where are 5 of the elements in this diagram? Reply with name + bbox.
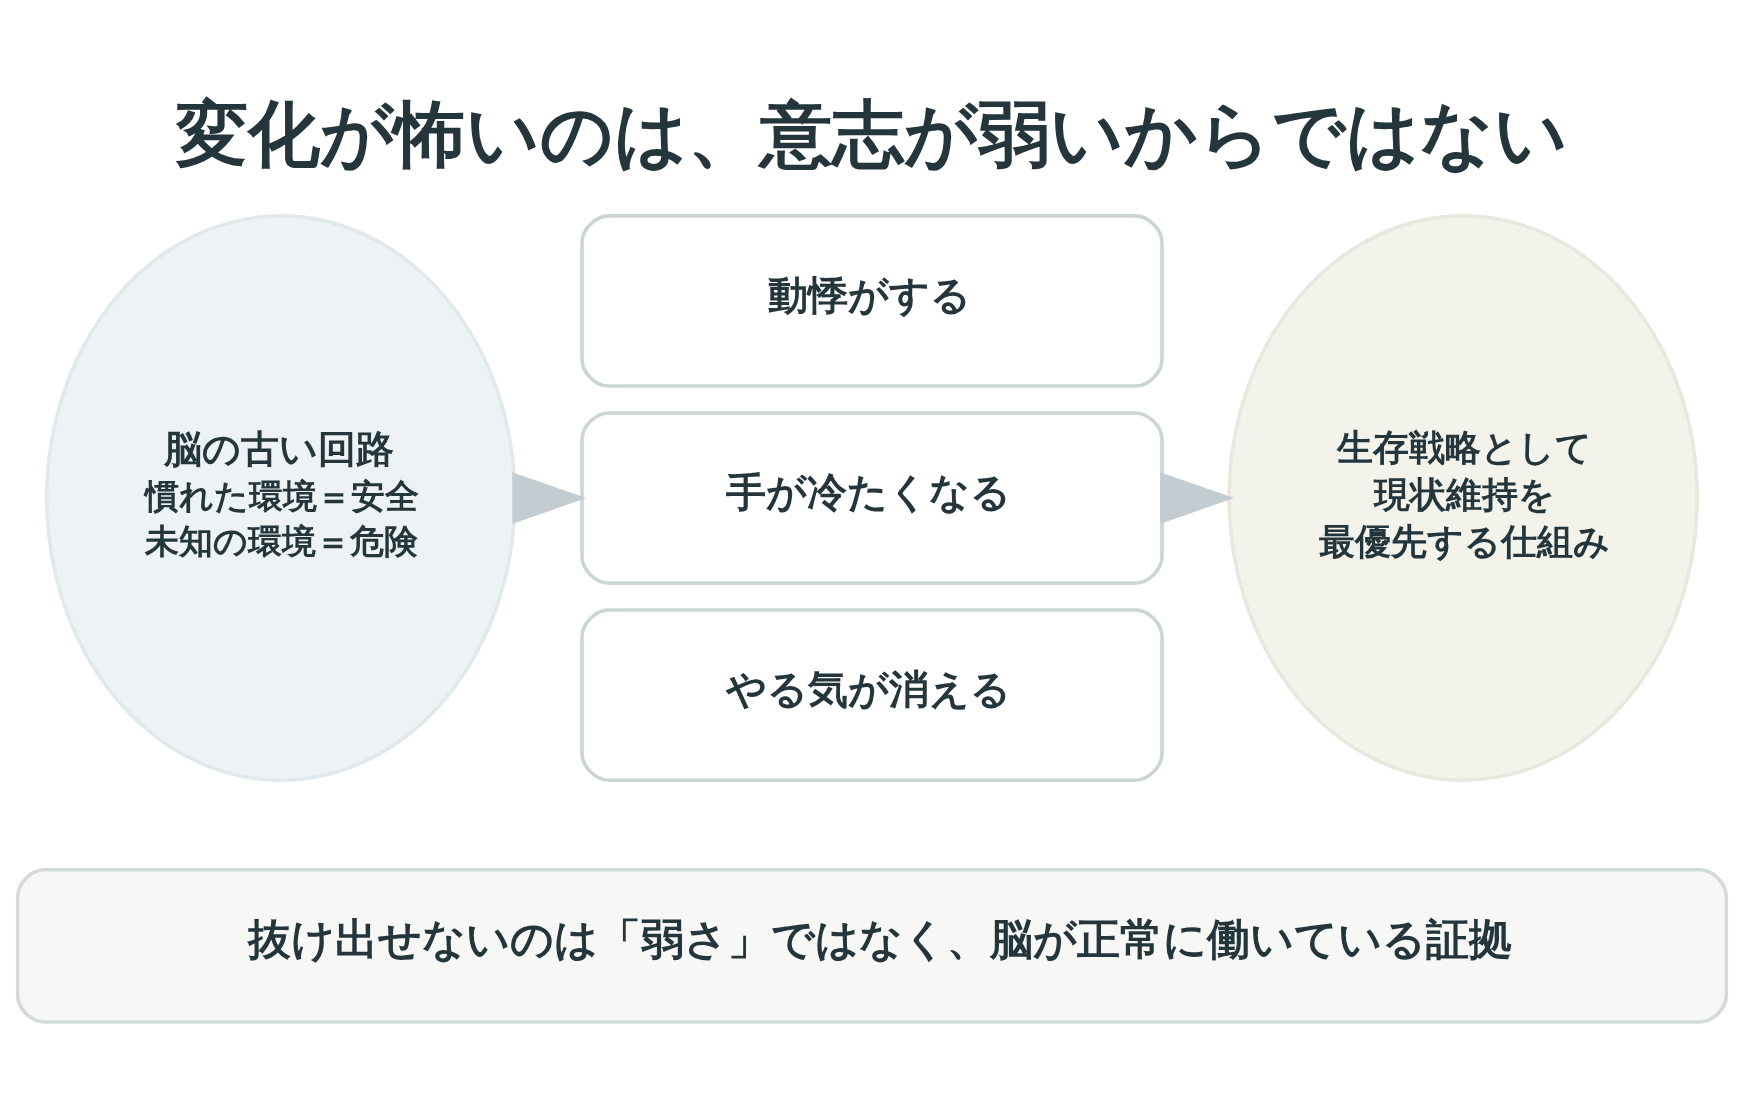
node-box: 抜け出せないのは「弱さ」ではなく、脳が正常に働いている証拠: [15, 867, 1729, 1024]
diagram-title: 変化が怖いのは、意志が弱いからではない: [175, 91, 1568, 176]
node-box: やる気が消える: [580, 607, 1164, 782]
node-box: 動悸がする: [580, 213, 1164, 388]
node-ellipse: 生存戦略として現状維持を最優先する仕組み: [1227, 213, 1699, 782]
